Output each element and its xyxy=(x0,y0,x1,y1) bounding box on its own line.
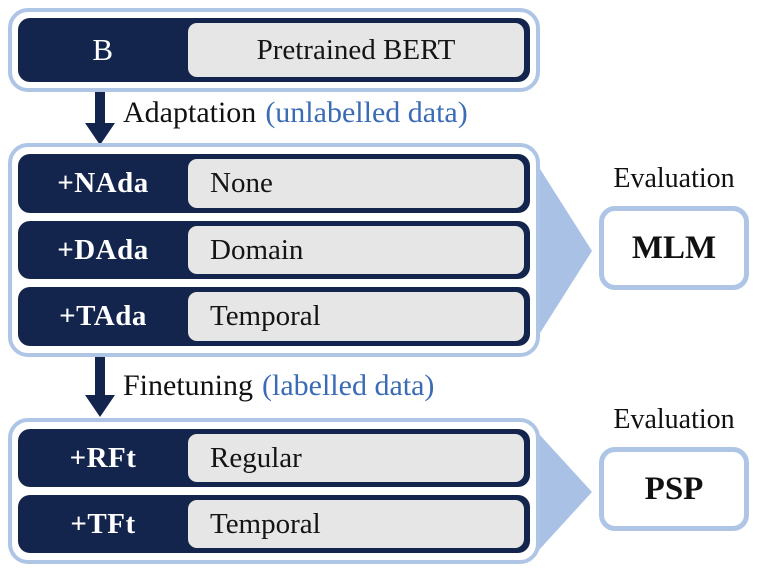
row-label: +TAda xyxy=(59,300,147,333)
step-action: Adaptation xyxy=(123,96,257,129)
row-label: +DAda xyxy=(57,233,149,266)
row-value: Temporal xyxy=(188,500,524,548)
row-label: +TFt xyxy=(70,507,136,540)
model-name: Pretrained BERT xyxy=(188,23,524,77)
row-value: Temporal xyxy=(188,292,524,342)
finetuning-row: +TFt Temporal xyxy=(18,495,530,553)
model-row: B Pretrained BERT xyxy=(18,18,530,82)
arrow-head xyxy=(85,395,115,417)
pretrained-bert-box: B Pretrained BERT xyxy=(8,8,540,92)
step-action: Finetuning xyxy=(123,369,254,402)
adaptation-row: +NAda None xyxy=(18,154,530,213)
finetuning-step-label: Finetuning (labelled data) xyxy=(123,369,434,403)
row-value: None xyxy=(188,159,524,208)
arrow-shaft xyxy=(95,357,105,397)
row-value: Domain xyxy=(188,225,524,275)
row-value: Regular xyxy=(188,434,524,482)
model-abbreviation: B xyxy=(92,32,114,67)
step-data-note: (labelled data) xyxy=(262,369,435,402)
evaluation-heading: Evaluation xyxy=(613,404,735,435)
adaptation-row: +DAda Domain xyxy=(18,220,530,280)
finetuning-row: +RFt Regular xyxy=(18,429,530,487)
row-label: +NAda xyxy=(57,166,149,199)
mlm-evaluation-box: MLM xyxy=(599,206,749,290)
row-label: +RFt xyxy=(69,441,137,474)
down-arrow-icon xyxy=(85,91,115,145)
adaptation-step-label: Adaptation (unlabelled data) xyxy=(123,96,468,130)
down-arrow-icon xyxy=(85,357,115,417)
adaptation-group: +NAda None +DAda Domain +TAda Temporal xyxy=(8,143,540,357)
step-data-note: (unlabelled data) xyxy=(265,96,468,129)
evaluation-heading: Evaluation xyxy=(613,163,735,194)
psp-evaluation-box: PSP xyxy=(599,447,749,531)
adaptation-row: +TAda Temporal xyxy=(18,287,530,347)
finetuning-group: +RFt Regular +TFt Temporal xyxy=(8,418,540,564)
arrow-shaft xyxy=(95,91,105,125)
arrow-head xyxy=(85,123,115,145)
